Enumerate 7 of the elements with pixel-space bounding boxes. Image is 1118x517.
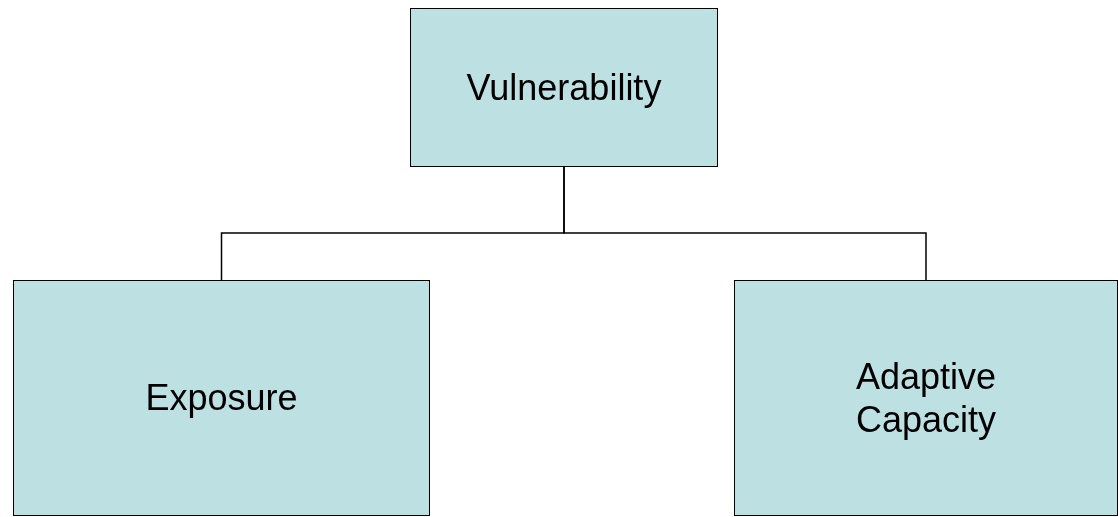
concept-box	[734, 280, 1118, 516]
concept-box	[13, 280, 430, 516]
connector-line	[563, 166, 927, 281]
box-label: Vulnerability	[466, 65, 662, 110]
box-label: Exposure	[145, 376, 298, 420]
concept-box	[410, 8, 718, 167]
box-label: Adaptive Capacity	[854, 354, 998, 442]
